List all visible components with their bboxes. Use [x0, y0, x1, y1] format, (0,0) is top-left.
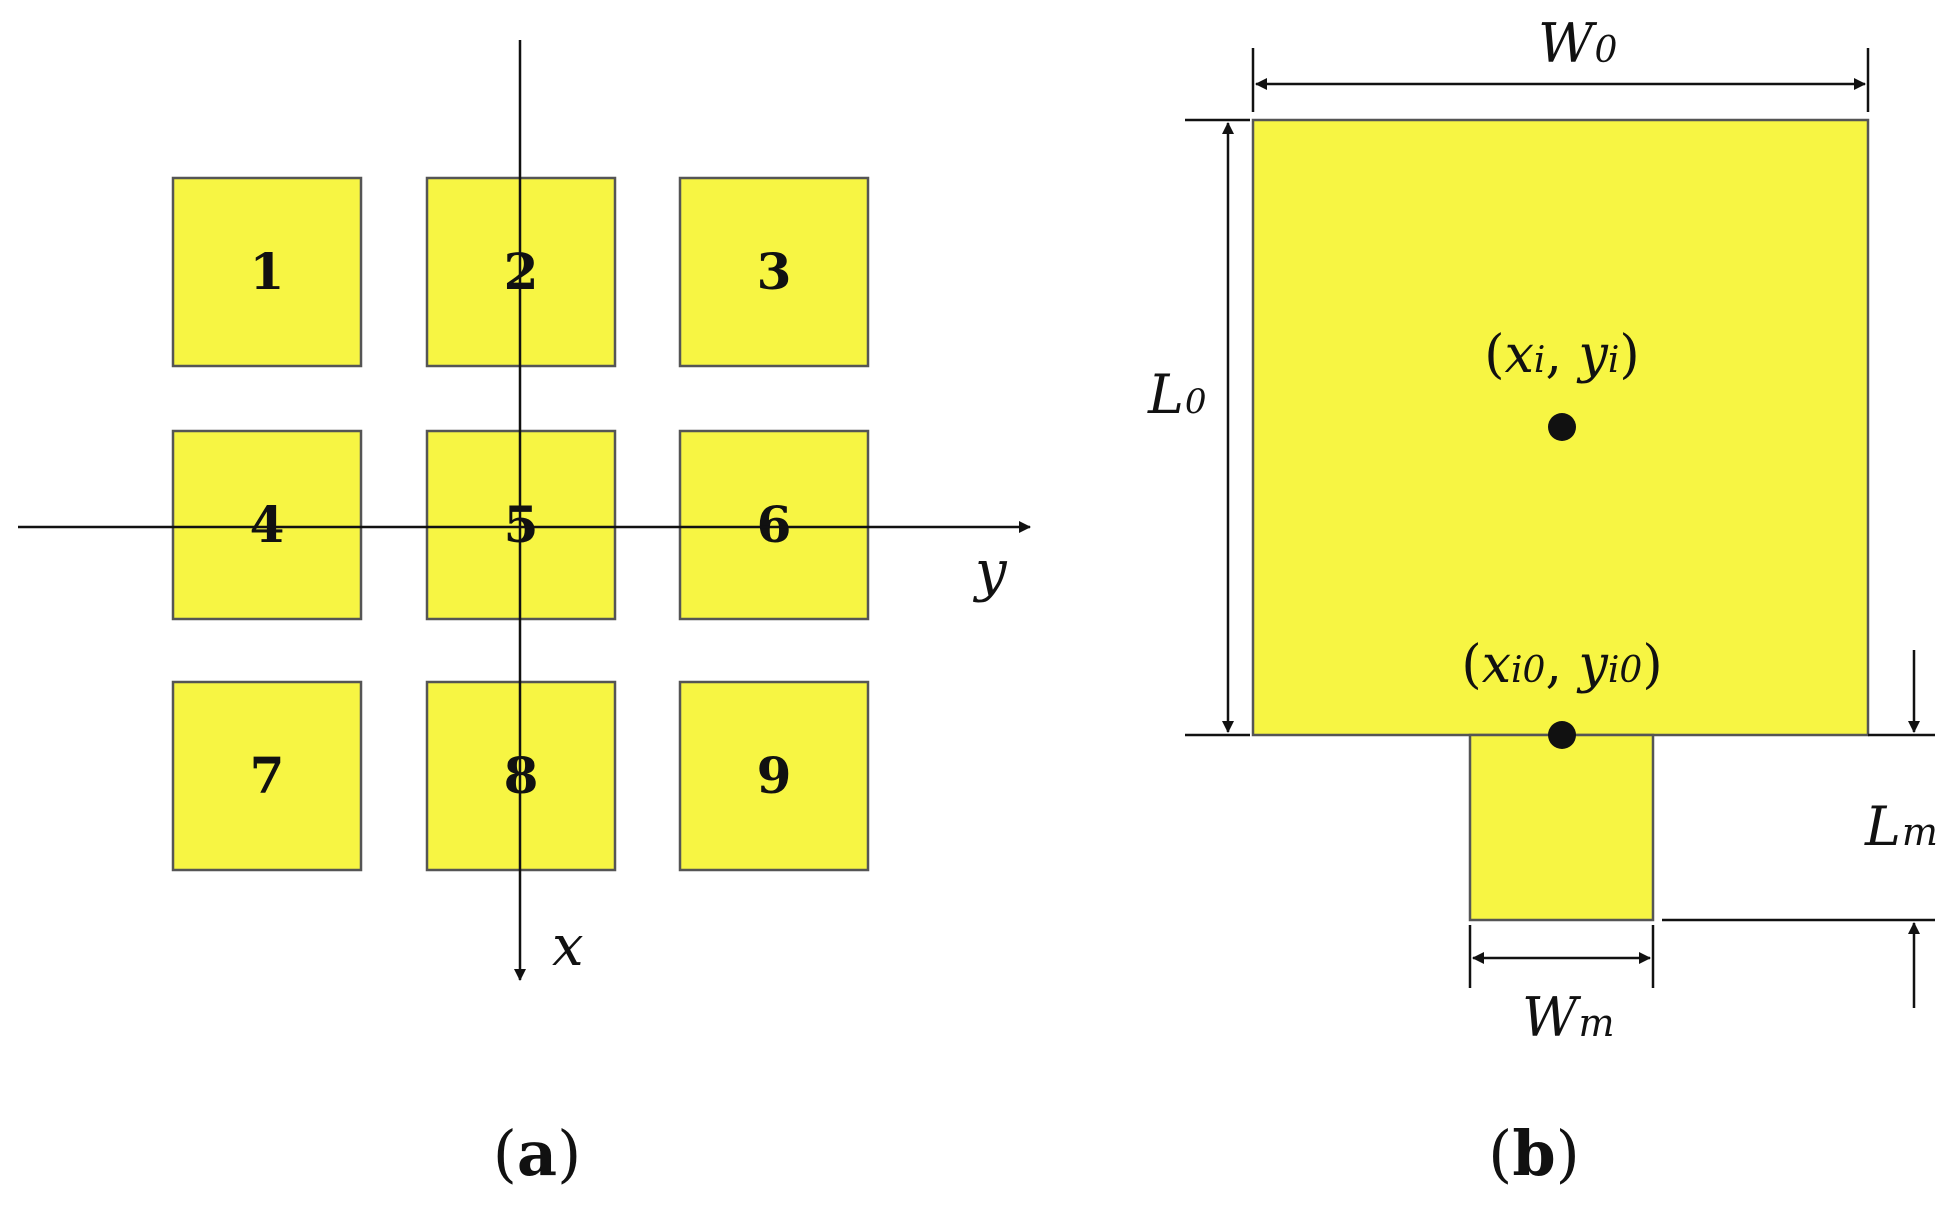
patch-square [171, 429, 363, 621]
patch-1: 1 [171, 176, 363, 368]
feed-point-label: (xi0, yi0) [1461, 635, 1662, 695]
patch-3: 3 [678, 176, 870, 368]
center-point-label: (xi, yi) [1484, 325, 1639, 385]
w0-label: W0 [1538, 12, 1617, 75]
caption-b: (b) [1488, 1117, 1580, 1190]
feed-patch [1468, 733, 1655, 922]
patch-4: 4 [171, 429, 363, 621]
caption-a: (a) [493, 1117, 582, 1190]
patch-7: 7 [171, 680, 363, 872]
wm-label: Wm [1522, 986, 1615, 1049]
patch-9: 9 [678, 680, 870, 872]
feed-point-marker [1548, 721, 1576, 749]
x-axis-label: x [552, 914, 584, 979]
lm-label: Lm [1864, 795, 1938, 858]
patch-number: 1 [250, 242, 285, 301]
panel-b: W0 L0 Lm Wm (xi, yi) (xi0, yi0) (b) [1147, 12, 1938, 1190]
patch-number: 9 [757, 746, 792, 805]
patch-number: 3 [757, 242, 792, 301]
patch-square [171, 680, 363, 872]
patch-square [171, 176, 363, 368]
patch-6: 6 [678, 429, 870, 621]
patch-square [678, 429, 870, 621]
patch-number: 4 [250, 495, 285, 554]
patch-square [678, 176, 870, 368]
patch-number: 6 [757, 495, 792, 554]
l0-label: L0 [1147, 363, 1207, 426]
patch-number: 7 [250, 746, 285, 805]
y-axis-label: y [972, 539, 1008, 604]
center-point-marker [1548, 413, 1576, 441]
patch-square [678, 680, 870, 872]
